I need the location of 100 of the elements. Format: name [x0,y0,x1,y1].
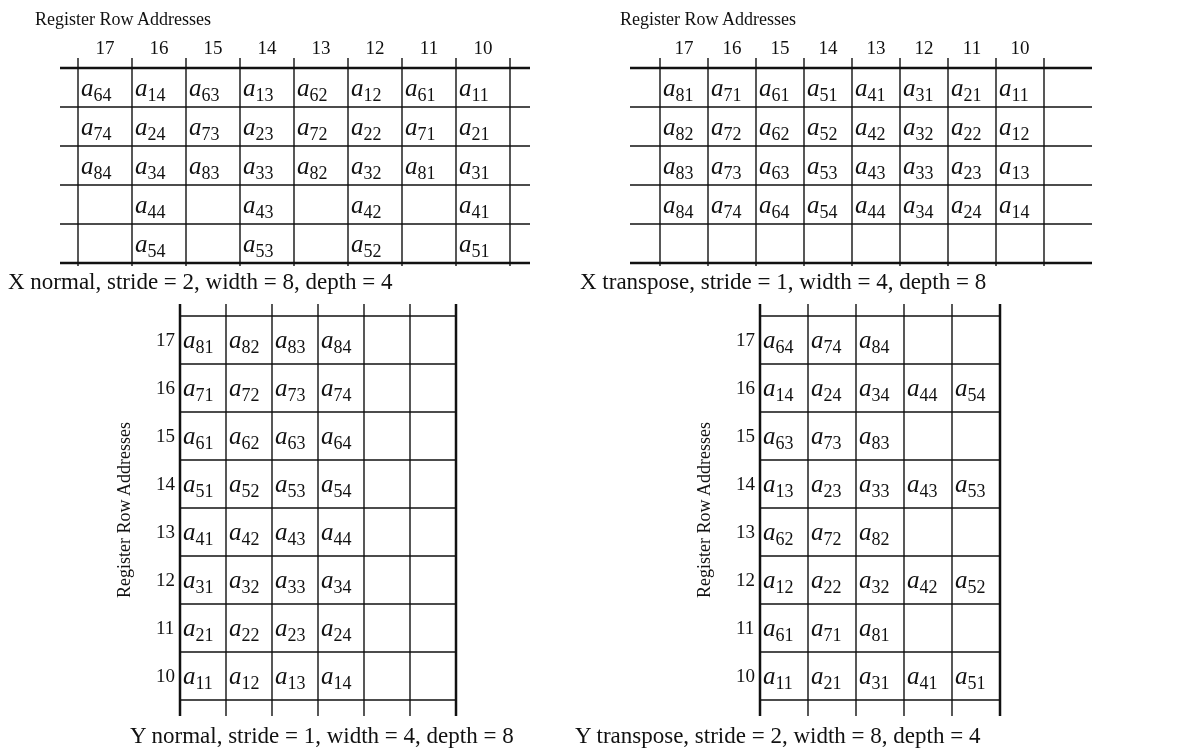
matrix-entry: a$_{63}$ [189,75,220,100]
row-address: 10 [736,666,755,685]
matrix-entry: a$_{23}$ [951,153,982,178]
matrix-entry: a$_{63}$ [275,423,306,448]
matrix-entry: a$_{84}$ [81,153,112,178]
matrix-entry: a$_{33}$ [243,153,274,178]
matrix-entry: a$_{81}$ [663,75,694,100]
matrix-entry: a$_{52}$ [955,567,986,592]
matrix-entry: a$_{42}$ [855,114,886,139]
row-address: 13 [156,522,175,541]
matrix-entry: a$_{74}$ [811,327,842,352]
matrix-entry: a$_{12}$ [229,663,260,688]
matrix-entry: a$_{74}$ [711,192,742,217]
row-address: 10 [1010,38,1030,57]
row-address: 17 [156,330,175,349]
matrix-entry: a$_{14}$ [321,663,352,688]
row-address: 17 [674,38,694,57]
matrix-entry: a$_{74}$ [81,114,112,139]
matrix-entry: a$_{62}$ [229,423,260,448]
row-address: 13 [866,38,886,57]
matrix-entry: a$_{84}$ [663,192,694,217]
matrix-entry: a$_{44}$ [907,375,938,400]
matrix-entry: a$_{31}$ [859,663,890,688]
row-address: 15 [203,38,223,57]
row-address: 16 [722,38,742,57]
matrix-entry: a$_{62}$ [297,75,328,100]
caption: Y transpose, stride = 2, width = 8, depth = 4 [575,724,981,747]
matrix-entry: a$_{74}$ [321,375,352,400]
matrix-entry: a$_{53}$ [807,153,838,178]
matrix-entry: a$_{62}$ [763,519,794,544]
matrix-entry: a$_{12}$ [351,75,382,100]
matrix-entry: a$_{54}$ [807,192,838,217]
row-address: 15 [156,426,175,445]
matrix-entry: a$_{71}$ [405,114,436,139]
row-address: 15 [736,426,755,445]
matrix-entry: a$_{23}$ [243,114,274,139]
row-address: 16 [149,38,169,57]
matrix-entry: a$_{22}$ [229,615,260,640]
row-address: 14 [257,38,277,57]
matrix-entry: a$_{64}$ [321,423,352,448]
matrix-entry: a$_{72}$ [229,375,260,400]
caption: X transpose, stride = 1, width = 4, depth = 8 [580,270,987,293]
matrix-entry: a$_{81}$ [183,327,214,352]
row-address: 13 [311,38,331,57]
row-address: 12 [365,38,385,57]
axis-title: Register Row Addresses [620,10,796,28]
matrix-entry: a$_{32}$ [859,567,890,592]
matrix-entry: a$_{12}$ [763,567,794,592]
matrix-entry: a$_{21}$ [951,75,982,100]
matrix-entry: a$_{61}$ [763,615,794,640]
matrix-entry: a$_{44}$ [855,192,886,217]
matrix-entry: a$_{12}$ [999,114,1030,139]
matrix-entry: a$_{71}$ [711,75,742,100]
matrix-entry: a$_{44}$ [321,519,352,544]
row-address: 12 [156,570,175,589]
row-address: 10 [156,666,175,685]
matrix-entry: a$_{54}$ [321,471,352,496]
matrix-entry: a$_{43}$ [275,519,306,544]
matrix-entry: a$_{34}$ [903,192,934,217]
matrix-entry: a$_{53}$ [243,231,274,256]
matrix-entry: a$_{43}$ [907,471,938,496]
matrix-entry: a$_{32}$ [903,114,934,139]
matrix-entry: a$_{72}$ [811,519,842,544]
matrix-entry: a$_{24}$ [811,375,842,400]
matrix-entry: a$_{72}$ [297,114,328,139]
matrix-entry: a$_{71}$ [183,375,214,400]
matrix-entry: a$_{72}$ [711,114,742,139]
matrix-entry: a$_{22}$ [951,114,982,139]
matrix-entry: a$_{14}$ [999,192,1030,217]
matrix-entry: a$_{31}$ [459,153,490,178]
matrix-entry: a$_{34}$ [859,375,890,400]
matrix-entry: a$_{34}$ [321,567,352,592]
matrix-entry: a$_{13}$ [999,153,1030,178]
matrix-entry: a$_{33}$ [859,471,890,496]
matrix-entry: a$_{51}$ [955,663,986,688]
matrix-entry: a$_{21}$ [183,615,214,640]
row-address: 12 [736,570,755,589]
matrix-entry: a$_{73}$ [711,153,742,178]
matrix-entry: a$_{41}$ [855,75,886,100]
matrix-entry: a$_{73}$ [275,375,306,400]
matrix-entry: a$_{31}$ [903,75,934,100]
matrix-entry: a$_{41}$ [459,192,490,217]
row-address: 11 [156,618,175,637]
row-address: 14 [156,474,175,493]
row-address: 15 [770,38,790,57]
matrix-entry: a$_{62}$ [759,114,790,139]
matrix-entry: a$_{24}$ [135,114,166,139]
matrix-entry: a$_{42}$ [907,567,938,592]
matrix-entry: a$_{11}$ [459,75,489,100]
matrix-entry: a$_{64}$ [81,75,112,100]
matrix-entry: a$_{63}$ [763,423,794,448]
matrix-entry: a$_{53}$ [955,471,986,496]
matrix-entry: a$_{82}$ [859,519,890,544]
matrix-entry: a$_{73}$ [189,114,220,139]
matrix-entry: a$_{52}$ [229,471,260,496]
row-address: 16 [156,378,175,397]
matrix-entry: a$_{83}$ [663,153,694,178]
row-address: 14 [818,38,838,57]
matrix-entry: a$_{82}$ [663,114,694,139]
caption: Y normal, stride = 1, width = 4, depth = 8 [130,724,514,747]
